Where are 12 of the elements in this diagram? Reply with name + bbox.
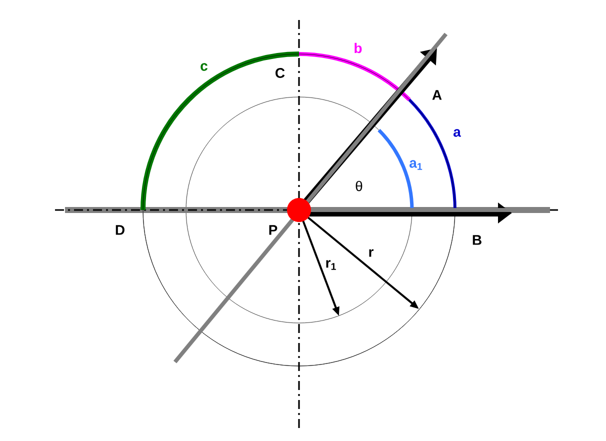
radius-label: r (369, 249, 374, 257)
arc-label: b (354, 42, 362, 54)
vector-label: A (432, 90, 442, 100)
point-label: D (116, 225, 124, 235)
arc-label: a (454, 129, 461, 137)
point-label: P (269, 225, 278, 235)
arc-label: c (200, 63, 208, 71)
angle-label: θ (356, 180, 362, 192)
arc-label: a$_{1}$ (410, 160, 422, 170)
vector-label: B (472, 235, 482, 245)
point-label: C (276, 68, 285, 78)
radius-label: r$_{1}$ (326, 260, 336, 270)
